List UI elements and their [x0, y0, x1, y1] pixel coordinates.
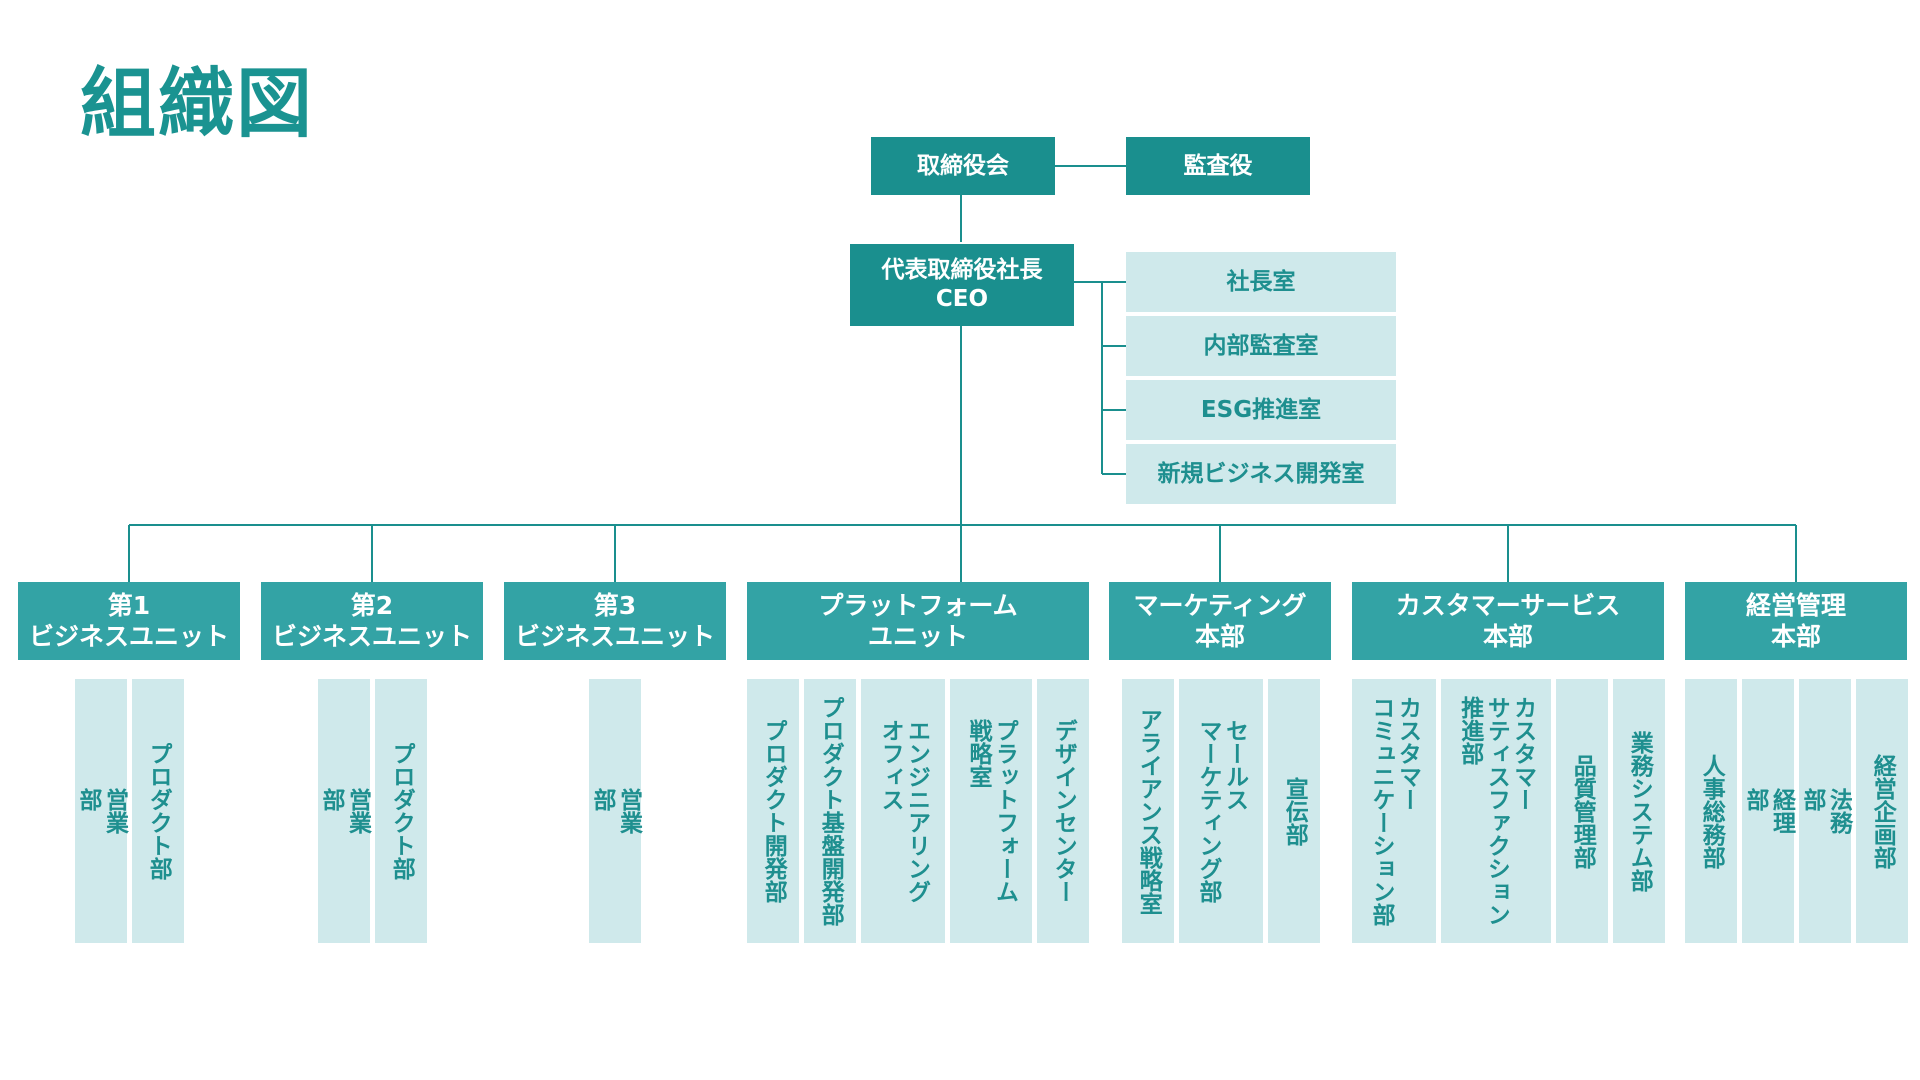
unit-box-platform: プラットフォーム ユニット: [747, 582, 1089, 660]
unit-box-bu2: 第2 ビジネスユニット: [261, 582, 483, 660]
dept-legal: 法務 部: [1799, 679, 1851, 943]
ceo-box: 代表取締役社長 CEO: [850, 244, 1074, 326]
dept-label: プラットフォーム 戦略室: [965, 719, 1018, 903]
dept-customer-satisfaction: カスタマー サティスファクション 推進部: [1441, 679, 1551, 943]
staff-box-esg: ESG推進室: [1126, 380, 1396, 440]
dept-label: デザインセンター: [1050, 719, 1077, 903]
unit-label: 第1 ビジネスユニット: [28, 590, 229, 651]
page-title: 組織図: [80, 59, 314, 148]
dept-label: カスタマー コミュニケーション部: [1368, 696, 1421, 926]
board-box: 取締役会: [871, 137, 1055, 195]
unit-box-bu1: 第1 ビジネスユニット: [18, 582, 240, 660]
dept-label: 経営企画部: [1869, 753, 1896, 869]
staff-box-internal-audit: 内部監査室: [1126, 316, 1396, 376]
unit-label: 経営管理 本部: [1745, 590, 1846, 651]
dept-alliance-strategy: アライアンス戦略室: [1122, 679, 1174, 943]
dept-label: アライアンス戦略室: [1135, 707, 1162, 915]
dept-label: 人事総務部: [1698, 753, 1725, 869]
dept-label: 経理 部: [1742, 788, 1795, 834]
dept-label: 宣伝部: [1281, 776, 1308, 846]
dept-label: 業務システム部: [1626, 730, 1653, 892]
dept-bu1-product: プロダクト部: [132, 679, 184, 943]
dept-label: 営業 部: [318, 788, 371, 834]
board-label: 取締役会: [917, 152, 1009, 179]
staff-label: ESG推進室: [1200, 396, 1322, 423]
ceo-label: 代表取締役社長 CEO: [881, 257, 1043, 312]
dept-accounting: 経理 部: [1742, 679, 1794, 943]
staff-label: 社長室: [1226, 268, 1296, 295]
unit-label: マーケティング 本部: [1133, 590, 1307, 651]
unit-box-bu3: 第3 ビジネスユニット: [504, 582, 726, 660]
dept-bu2-product: プロダクト部: [375, 679, 427, 943]
dept-bu2-sales: 営業 部: [318, 679, 370, 943]
auditor-box: 監査役: [1126, 137, 1310, 195]
dept-design-center: デザインセンター: [1037, 679, 1089, 943]
dept-hr-general-affairs: 人事総務部: [1685, 679, 1737, 943]
dept-label: 営業 部: [589, 788, 642, 834]
dept-advertising: 宣伝部: [1268, 679, 1320, 943]
dept-business-systems: 業務システム部: [1613, 679, 1665, 943]
unit-box-management: 経営管理 本部: [1685, 582, 1907, 660]
dept-label: セールス マーケティング部: [1195, 719, 1248, 903]
dept-product-dev: プロダクト開発部: [747, 679, 799, 943]
dept-engineering-office: エンジニアリング オフィス: [861, 679, 945, 943]
dept-bu1-sales: 営業 部: [75, 679, 127, 943]
dept-customer-communication: カスタマー コミュニケーション部: [1352, 679, 1436, 943]
dept-label: プロダクト部: [145, 742, 172, 880]
dept-bu3-sales: 営業 部: [589, 679, 641, 943]
unit-box-customer-service: カスタマーサービス 本部: [1352, 582, 1664, 660]
staff-label: 新規ビジネス開発室: [1157, 460, 1365, 487]
dept-sales-marketing: セールス マーケティング部: [1179, 679, 1263, 943]
unit-box-marketing: マーケティング 本部: [1109, 582, 1331, 660]
unit-label: 第2 ビジネスユニット: [271, 590, 472, 651]
dept-corporate-planning: 経営企画部: [1856, 679, 1908, 943]
dept-quality-control: 品質管理部: [1556, 679, 1608, 943]
unit-label: カスタマーサービス 本部: [1395, 590, 1621, 651]
unit-label: プラットフォーム ユニット: [818, 590, 1018, 651]
dept-label: 法務 部: [1799, 788, 1852, 834]
staff-box-president-office: 社長室: [1126, 252, 1396, 312]
dept-product-infra-dev: プロダクト基盤開発部: [804, 679, 856, 943]
auditor-label: 監査役: [1183, 152, 1253, 179]
dept-label: 品質管理部: [1569, 753, 1596, 869]
dept-label: プロダクト部: [388, 742, 415, 880]
unit-label: 第3 ビジネスユニット: [514, 590, 715, 651]
dept-label: 営業 部: [75, 788, 128, 834]
dept-label: エンジニアリング オフィス: [877, 719, 930, 903]
dept-label: プロダクト開発部: [760, 719, 787, 903]
staff-box-new-business: 新規ビジネス開発室: [1126, 444, 1396, 504]
dept-label: カスタマー サティスファクション 推進部: [1456, 696, 1536, 926]
dept-label: プロダクト基盤開発部: [817, 696, 844, 926]
dept-platform-strategy: プラットフォーム 戦略室: [950, 679, 1032, 943]
staff-label: 内部監査室: [1203, 332, 1319, 359]
